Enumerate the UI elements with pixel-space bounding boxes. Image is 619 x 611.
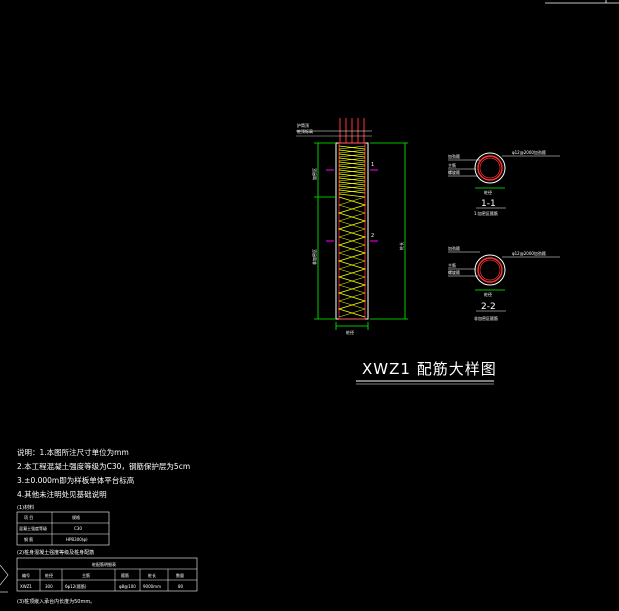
bottom-dim: 桩径 — [346, 329, 354, 335]
sparse-spiral-hoop-back — [338, 196, 366, 318]
t1-r1c1: C30 — [74, 526, 82, 531]
note-1: 说明：1.本图所注尺寸单位为mm — [17, 447, 129, 457]
s1-bottom: 桩径 — [484, 189, 492, 195]
notes-block: 说明：1.本图所注尺寸单位为mm 2.本工程混凝土强度等级为C30，钢筋保护层为… — [17, 447, 190, 499]
t1-r0c0: 项 目 — [24, 514, 33, 520]
t2-cell-2: 6φ12(箍筋) — [65, 583, 87, 589]
pile-elevation: 护筒顶 桩顶标高 1 2 加密区 非加密区 — [296, 118, 408, 335]
t2-cell-1: 300 — [45, 584, 53, 589]
section-2-2: 加劲箍 主筋 螺旋箍 φ12@2000加劲箍 桩径 2-2 非加密区箍筋 — [448, 245, 560, 321]
s1-right: φ12@2000加劲箍 — [512, 149, 546, 155]
section-1-1: 加劲箍 主筋 螺旋箍 φ12@2000加劲箍 桩径 1-1 1:加密区箍筋 — [448, 149, 560, 216]
t1-r2c1: HPB300(φ) — [66, 537, 88, 542]
t2-cell-3: φ8@100 — [119, 584, 136, 589]
material-table: (1)材料 项 目 规格 混凝土强度等级 C30 钢 筋 HPB300(φ) — [16, 504, 110, 546]
t2-cell-5: 80 — [178, 584, 184, 589]
t1-r0c1: 规格 — [72, 514, 80, 520]
section-marker-2: 2 — [371, 233, 374, 239]
pile-table: (2)桩身混凝土强度等级及桩身配筋 桩配筋明细表 编号 桩径 主筋 箍筋 桩长 … — [16, 549, 198, 592]
left-dim-2: 非加密区 — [311, 249, 317, 265]
dense-hoop-zone — [338, 145, 366, 198]
table2-caption: (2)桩身混凝土强度等级及桩身配筋 — [17, 549, 94, 556]
t1-r1c0: 混凝土强度等级 — [19, 525, 47, 531]
t2-col-5: 数量 — [176, 572, 184, 578]
drawing-title: XWZ1 配筋大样图 — [362, 360, 497, 378]
t2-col-2: 主筋 — [82, 572, 90, 578]
top-label-2: 桩顶标高 — [297, 128, 313, 134]
top-label-1: 护筒顶 — [297, 122, 309, 128]
left-edge-fragment — [0, 564, 9, 593]
t1-r2c0: 钢 筋 — [24, 536, 33, 542]
t2-header: 桩配筋明细表 — [92, 561, 116, 567]
table1-caption: (1)材料 — [17, 504, 34, 511]
s2-label: 2-2 — [481, 302, 496, 312]
t2-col-4: 桩长 — [148, 572, 156, 578]
bottom-dimension — [335, 322, 369, 330]
left-dimension — [314, 142, 336, 320]
s2-right: φ12@2000加劲箍 — [512, 250, 546, 256]
s1-sub: 1:加密区箍筋 — [474, 210, 498, 216]
right-dimension — [370, 142, 408, 320]
t2-cell-4: 9000mm — [143, 584, 161, 589]
note-2: 2.本工程混凝土强度等级为C30，钢筋保护层为5cm — [17, 461, 190, 471]
t2-col-0: 编号 — [22, 572, 30, 578]
s2-left-mid: 主筋 — [448, 262, 456, 268]
s2-left-low: 螺旋箍 — [448, 269, 460, 275]
footnote: (3)桩顶嵌入承台内长度为50mm。 — [17, 598, 95, 605]
note-4: 4.其他未注明处见基础说明 — [17, 489, 107, 499]
note-3: 3.±0.000m即为样板单体平台标高 — [17, 475, 135, 485]
s2-sub: 非加密区箍筋 — [474, 315, 498, 321]
t2-col-3: 箍筋 — [121, 572, 129, 578]
t2-cell-0: XWZ1 — [20, 584, 32, 589]
section-marker-1: 1 — [371, 162, 374, 168]
rebar-cage — [338, 142, 366, 320]
s1-left-top: 加劲箍 — [448, 153, 460, 159]
right-dim: 桩长 — [398, 242, 404, 250]
s1-label: 1-1 — [481, 199, 496, 209]
s2-bottom: 桩径 — [484, 291, 492, 297]
s1-left-low: 螺旋箍 — [448, 169, 460, 175]
s2-left-top: 加劲箍 — [448, 245, 460, 251]
s1-left-mid: 主筋 — [448, 162, 456, 168]
left-dim-1: 加密区 — [311, 168, 317, 180]
t2-col-1: 桩径 — [45, 572, 53, 578]
